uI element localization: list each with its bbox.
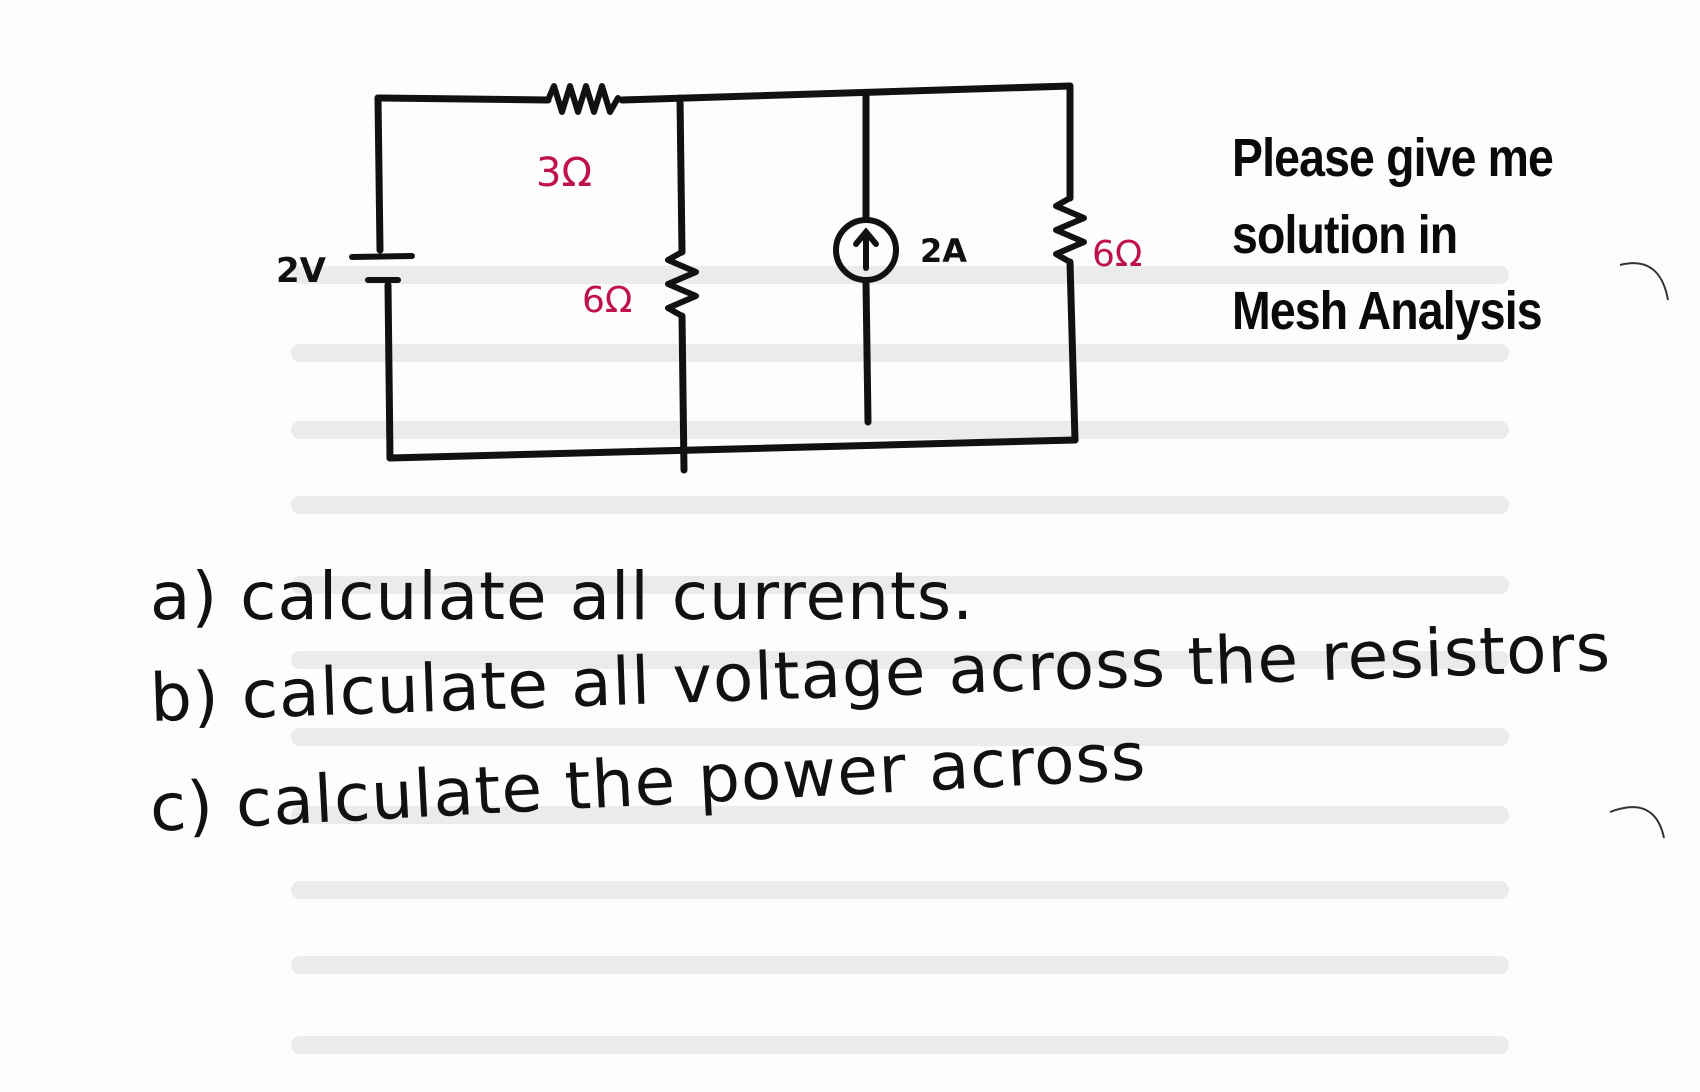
voltage-source-symbol	[349, 253, 415, 283]
shunt-resistor	[665, 249, 699, 319]
current-source-label: 2A	[920, 232, 967, 270]
request-line-1: Please give me	[1232, 128, 1554, 188]
shunt-branch-top	[676, 94, 686, 256]
current-source-symbol	[833, 217, 899, 283]
series-resistor-label: 3Ω	[536, 150, 592, 196]
shunt-resistor-label: 6Ω	[582, 280, 632, 321]
bottom-wire	[386, 436, 1079, 462]
series-resistor	[545, 83, 621, 115]
top-wire-right	[618, 82, 1074, 104]
request-line-2: solution in	[1232, 204, 1458, 265]
source-branch-bottom	[862, 278, 872, 426]
source-voltage-label: 2V	[276, 251, 327, 291]
right-resistor	[1053, 195, 1087, 265]
request-line-3: Mesh Analysis	[1232, 281, 1543, 342]
right-branch-bottom	[1066, 258, 1079, 444]
shunt-branch-bottom	[678, 312, 688, 474]
top-wire-left	[374, 94, 552, 104]
question-a: a) calculate all currents.	[150, 558, 975, 635]
right-resistor-label: 6Ω	[1092, 234, 1142, 275]
mesh-analysis-request: Please give me solution in Mesh Analysis	[1232, 120, 1554, 350]
left-wire-upper	[374, 94, 384, 254]
left-wire-lower	[384, 281, 394, 462]
